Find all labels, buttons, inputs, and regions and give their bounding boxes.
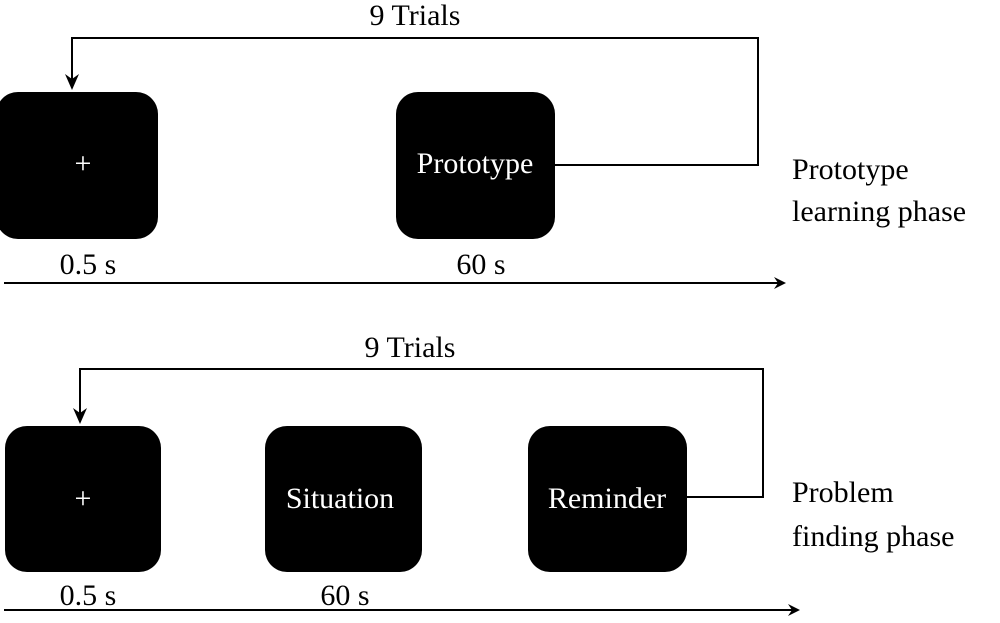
phase1-name-line2: learning phase xyxy=(792,195,966,228)
phase2-fixation-box xyxy=(5,426,161,572)
phase2-reminder-label: Reminder xyxy=(548,482,666,515)
phase1-prototype-label: Prototype xyxy=(417,147,534,180)
phase1-prototype-box xyxy=(396,92,555,239)
problem-finding-phase: 9 Trials + Situation Reminder 0.5 s 60 s… xyxy=(4,331,954,616)
phase2-reminder-box xyxy=(528,426,687,572)
phase2-loop-label: 9 Trials xyxy=(365,331,456,364)
phase2-situation-box xyxy=(265,426,422,572)
phase1-loop-label: 9 Trials xyxy=(370,0,461,32)
phase1-loop-arrow xyxy=(65,37,759,166)
phase1-name-line1: Prototype xyxy=(792,153,909,186)
phase1-prototype-duration: 60 s xyxy=(456,248,505,281)
phase2-loop-arrow xyxy=(73,368,764,498)
phase1-fixation-box xyxy=(0,92,158,239)
phase2-fixation-symbol: + xyxy=(75,482,92,515)
phase2-situation-duration: 60 s xyxy=(320,579,369,612)
phase2-name-line1: Problem xyxy=(792,476,894,509)
phase2-fixation-duration: 0.5 s xyxy=(60,579,117,612)
phase1-fixation-duration: 0.5 s xyxy=(60,248,117,281)
phase2-situation-label: Situation xyxy=(286,482,394,515)
phase1-fixation-symbol: + xyxy=(75,147,92,180)
prototype-learning-phase: 9 Trials + Prototype 0.5 s 60 s Prototyp… xyxy=(0,0,966,289)
phase2-name-line2: finding phase xyxy=(792,520,954,553)
